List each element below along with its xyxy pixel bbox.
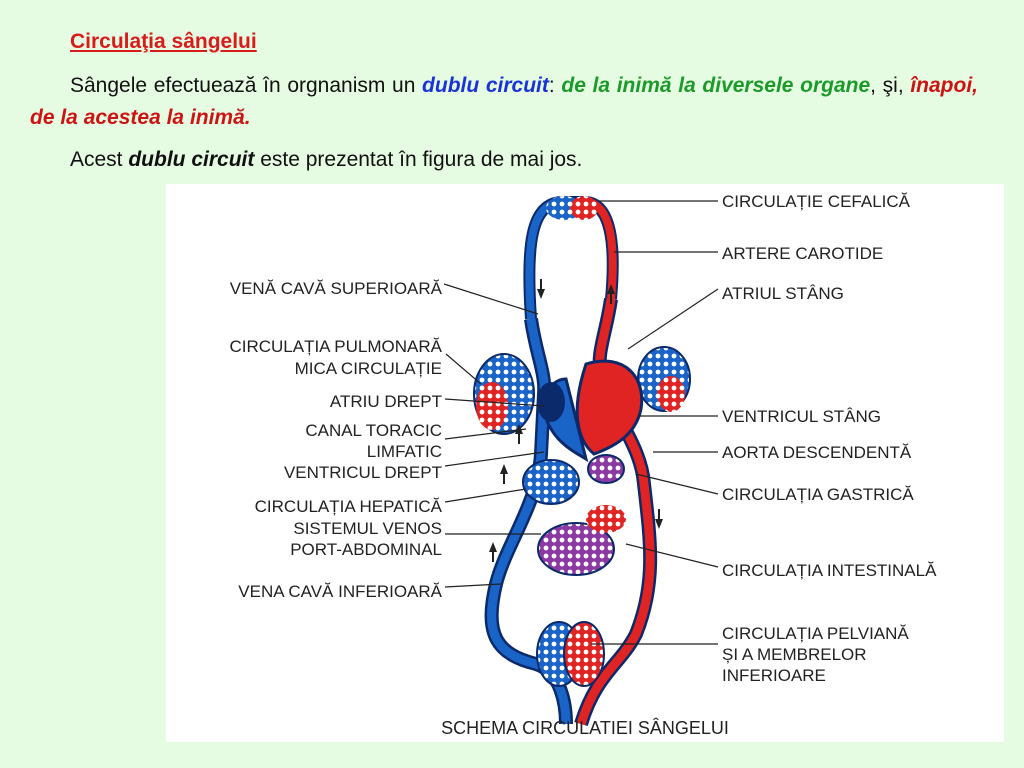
label-circulatie-cefalica: CIRCULAȚIE CEFALICĂ [722, 192, 911, 211]
paragraph-intro: Sângele efectuează în orgnanism un dublu… [30, 70, 978, 134]
label-aorta-descendenta: AORTA DESCENDENTĂ [722, 443, 912, 462]
label-vena-cava-superioara: VENĂ CAVĂ SUPERIOARĂ [230, 279, 443, 298]
heart [537, 359, 644, 463]
intro-heart-to-organs: de la inimă la diversele organe [561, 74, 871, 97]
label-inferioare: INFERIOARE [722, 666, 826, 685]
label-limfatic: LIMFATIC [367, 442, 442, 461]
page-title: Circulaţia sângelui [70, 30, 257, 53]
pulmonary-circulation [473, 346, 691, 435]
figref-dublu-circuit: dublu circuit [128, 148, 255, 171]
intro-text-2: : [548, 74, 562, 97]
label-canal-toracic: CANAL TORACIC [305, 421, 442, 440]
label-atriul-stang: ATRIUL STÂNG [722, 284, 844, 303]
label-ventricul-stang: VENTRICUL STÂNG [722, 407, 881, 426]
head-circulation [523, 196, 619, 320]
paragraph-figure-ref: Acest dublu circuit este prezentat în fi… [30, 144, 978, 176]
figref-text-1: Acest [70, 148, 129, 171]
flow-arrows [489, 279, 663, 562]
label-circulatia-gastrica: CIRCULAȚIA GASTRICĂ [722, 485, 914, 504]
figref-text-2: este prezentat în figura de mai jos. [254, 148, 583, 171]
label-vena-cava-inferioara: VENA CAVĂ INFERIOARĂ [238, 582, 442, 601]
label-artere-carotide: ARTERE CAROTIDE [722, 244, 883, 263]
leader-lines-left [443, 283, 545, 588]
leader-lines-right [591, 200, 719, 645]
label-ventricul-drept: VENTRICUL DREPT [284, 463, 442, 482]
label-circulatia-pelviana: CIRCULAȚIA PELVIANĂ [722, 624, 909, 643]
label-circulatia-pulmonara: CIRCULAȚIA PULMONARĂ [229, 337, 442, 356]
abdominal-circulation [522, 454, 626, 576]
intro-organs-to-heart: înapoi, de la acestea la inimă. [30, 74, 978, 129]
label-circulatia-hepatica: CIRCULAȚIA HEPATICĂ [255, 497, 443, 516]
circulation-diagram: CIRCULAȚIE CEFALICĂ ARTERE CAROTIDE ATRI… [166, 184, 1004, 742]
label-atriu-drept: ATRIU DREPT [330, 392, 442, 411]
label-port-abdominal: PORT-ABDOMINAL [290, 540, 442, 559]
label-circulatia-intestinala: CIRCULAȚIA INTESTINALĂ [722, 561, 937, 580]
label-mica-circulatie: MICA CIRCULAȚIE [295, 359, 442, 378]
labels-right: CIRCULAȚIE CEFALICĂ ARTERE CAROTIDE ATRI… [722, 192, 937, 685]
pelvic-circulation [536, 621, 605, 687]
label-si-a-membrelor: ȘI A MEMBRELOR [722, 645, 867, 664]
intro-text-3: , şi, [870, 74, 911, 97]
label-sistemul-venos: SISTEMUL VENOS [293, 519, 442, 538]
circulation-diagram-svg: CIRCULAȚIE CEFALICĂ ARTERE CAROTIDE ATRI… [229, 192, 937, 738]
diagram-caption: SCHEMA CIRCULATIEI SÂNGELUI [441, 718, 729, 738]
intro-dublu-circuit: dublu circuit [422, 74, 549, 97]
labels-left: VENĂ CAVĂ SUPERIOARĂ CIRCULAȚIA PULMONAR… [229, 279, 442, 601]
intro-text-1: Sângele efectuează în orgnanism un [70, 74, 423, 97]
